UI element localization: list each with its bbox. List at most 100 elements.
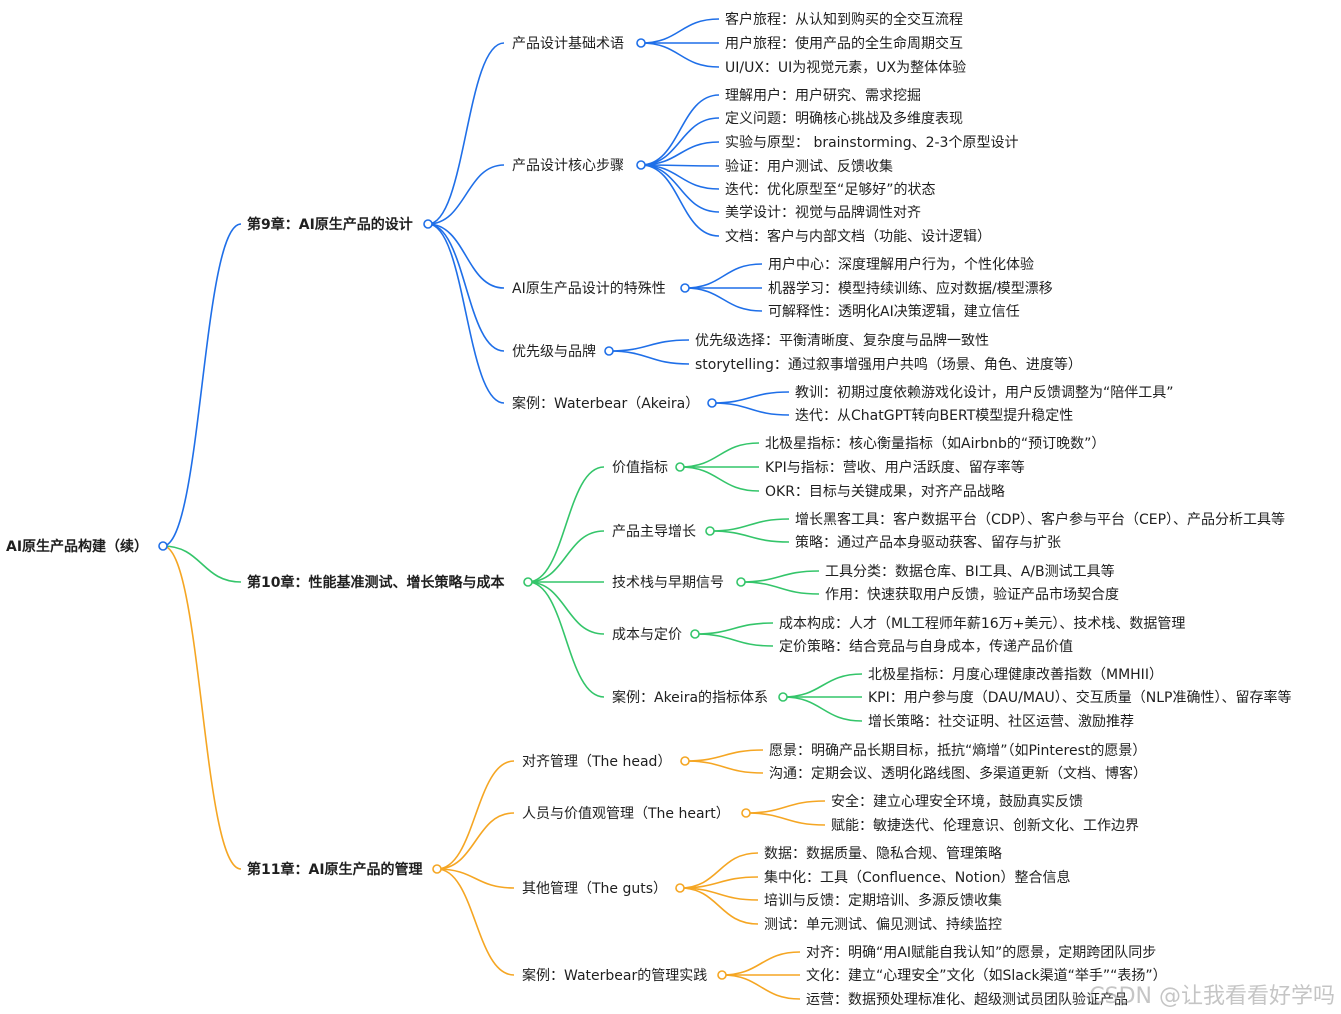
watermark: CSDN @让我看看好学吗	[1089, 984, 1335, 1009]
leaf-label: 教训：初期过度依赖游戏化设计，用户反馈调整为“陪伴工具”	[795, 384, 1174, 401]
chapter-collapse-toggle[interactable]	[432, 864, 442, 874]
topic-label: 案例：Akeira的指标体系	[612, 689, 768, 706]
edge-chapter-topic	[427, 223, 505, 352]
leaf-label: 增长策略：社交证明、社区运营、激励推荐	[868, 713, 1134, 730]
edge-chapter-topic	[427, 223, 505, 289]
root-collapse-toggle[interactable]	[158, 541, 168, 551]
topic-collapse-toggle[interactable]	[675, 883, 685, 893]
edge-chapter-topic	[436, 760, 515, 870]
topic-label: 产品设计核心步骤	[512, 158, 624, 174]
leaf-label: 培训与反馈：定期培训、多源反馈收集	[764, 892, 1002, 909]
topic-collapse-toggle[interactable]	[680, 283, 690, 293]
leaf-label: 客户旅程：从认知到购买的全交互流程	[725, 11, 963, 28]
edge-topic-leaf	[709, 530, 790, 543]
leaf-label: 定价策略：结合竞品与自身成本，传递产品价值	[779, 638, 1073, 655]
leaf-label: 优先级选择：平衡清晰度、复杂度与品牌一致性	[695, 332, 989, 349]
topic-label: 人员与价值观管理（The heart）	[522, 806, 730, 822]
edge-chapter-topic	[527, 466, 605, 583]
edge-chapter-topic	[427, 223, 505, 404]
topic-collapse-toggle[interactable]	[636, 160, 646, 170]
leaf-label: 实验与原型： brainstorming、2-3个原型设计	[725, 135, 1018, 151]
edge-chapter-topic	[427, 42, 505, 225]
edge-chapter-topic	[427, 164, 505, 225]
topic-collapse-toggle[interactable]	[717, 970, 727, 980]
leaf-label: 迭代：优化原型至“足够好”的状态	[725, 182, 936, 198]
leaf-label: KPI：用户参与度（DAU/MAU）、交互质量（NLP准确性）、留存率等	[868, 689, 1291, 706]
topic-label: 对齐管理（The head）	[522, 754, 671, 770]
edge-topic-leaf	[640, 141, 720, 166]
leaf-label: 文档：客户与内部文档（功能、设计逻辑）	[725, 228, 991, 245]
topic-label: 技术栈与早期信号	[612, 575, 724, 591]
edge-topic-leaf	[608, 350, 690, 365]
edge-topic-leaf	[679, 466, 760, 492]
leaf-label: 北极星指标：核心衡量指标（如Airbnb的“预订晚数”）	[765, 436, 1105, 452]
leaf-label: 迭代：从ChatGPT转向BERT模型提升稳定性	[795, 408, 1073, 424]
leaf-label: 定义问题：明确核心挑战及多维度表现	[725, 110, 963, 127]
topic-collapse-toggle[interactable]	[705, 526, 715, 536]
topic-label: AI原生产品设计的特殊性	[512, 281, 666, 297]
edge-chapter-topic	[436, 868, 515, 889]
leaf-label: 测试：单元测试、偏见测试、持续监控	[764, 916, 1002, 933]
edge-topic-leaf	[679, 442, 760, 468]
edge-topic-leaf	[711, 391, 790, 404]
edge-topic-leaf	[694, 622, 774, 635]
chapter-collapse-toggle[interactable]	[523, 577, 533, 587]
chapter-label: 第10章：性能基准测试、增长策略与成本	[247, 574, 505, 591]
edge-topic-leaf	[740, 570, 820, 583]
topic-collapse-toggle[interactable]	[707, 398, 717, 408]
edge-root-chapter-3	[162, 545, 242, 870]
edge-topic-leaf	[679, 852, 759, 889]
topic-label: 其他管理（The guts）	[522, 881, 667, 897]
leaf-label: 安全：建立心理安全环境，鼓励真实反馈	[831, 793, 1083, 810]
chapter-collapse-toggle[interactable]	[423, 219, 433, 229]
edge-chapter-topic	[527, 530, 605, 583]
edge-topic-leaf	[709, 518, 790, 532]
leaf-label: storytelling：通过叙事增强用户共鸣（场景、角色、进度等）	[695, 356, 1082, 373]
topic-collapse-toggle[interactable]	[636, 38, 646, 48]
leaf-label: 验证：用户测试、反馈收集	[725, 158, 893, 175]
edge-topic-leaf	[694, 633, 774, 647]
edge-topic-leaf	[640, 18, 720, 44]
edge-topic-leaf	[640, 164, 720, 190]
edge-chapter-topic	[436, 812, 515, 870]
leaf-label: 工具分类：数据仓库、BI工具、A/B测试工具等	[825, 563, 1115, 580]
leaf-label: 可解释性：透明化AI决策逻辑，建立信任	[768, 303, 1020, 320]
leaf-label: 理解用户：用户研究、需求挖掘	[725, 87, 921, 104]
leaf-label: 沟通：定期会议、透明化路线图、多渠道更新（文档、博客）	[769, 765, 1147, 782]
topic-label: 价值指标	[612, 460, 668, 476]
topic-collapse-toggle[interactable]	[690, 629, 700, 639]
chapter-label: 第11章：AI原生产品的管理	[247, 861, 423, 878]
topic-collapse-toggle[interactable]	[604, 346, 614, 356]
topic-collapse-toggle[interactable]	[675, 462, 685, 472]
topic-collapse-toggle[interactable]	[736, 577, 746, 587]
chapter-label: 第9章：AI原生产品的设计	[247, 216, 413, 233]
edge-topic-leaf	[684, 287, 763, 312]
topic-collapse-toggle[interactable]	[778, 692, 788, 702]
leaf-label: 美学设计：视觉与品牌调性对齐	[725, 204, 921, 221]
leaf-label: 对齐：明确“用AI赋能自我认知”的愿景，定期跨团队同步	[806, 944, 1156, 961]
edge-topic-leaf	[745, 800, 826, 814]
edge-topic-leaf	[640, 42, 720, 68]
edge-topic-leaf	[782, 673, 863, 698]
edge-chapter-topic	[436, 868, 515, 976]
leaf-label: 数据：数据质量、隐私合规、管理策略	[764, 845, 1002, 862]
edge-root-chapter-1	[162, 223, 242, 547]
edge-topic-leaf	[640, 94, 720, 166]
mindmap-edges	[162, 18, 863, 1000]
edge-topic-leaf	[684, 263, 763, 289]
edge-chapter-topic	[527, 581, 605, 635]
leaf-label: OKR：目标与关键成果，对齐产品战略	[765, 484, 1005, 500]
edge-topic-leaf	[640, 117, 720, 166]
leaf-label: 机器学习：模型持续训练、应对数据/模型漂移	[768, 280, 1053, 297]
leaf-label: 作用：快速获取用户反馈，验证产品市场契合度	[825, 586, 1119, 603]
edge-topic-leaf	[608, 339, 690, 352]
edge-topic-leaf	[745, 812, 826, 826]
mindmap-node-dots	[158, 38, 788, 980]
topic-label: 案例：Waterbear的管理实践	[522, 967, 707, 984]
topic-collapse-toggle[interactable]	[741, 808, 751, 818]
leaf-label: 用户中心：深度理解用户行为，个性化体验	[768, 256, 1034, 273]
leaf-label: 运营：数据预处理标准化、超级测试员团队验证产品	[806, 992, 1128, 1008]
topic-label: 案例：Waterbear（Akeira）	[512, 395, 699, 412]
topic-collapse-toggle[interactable]	[680, 756, 690, 766]
